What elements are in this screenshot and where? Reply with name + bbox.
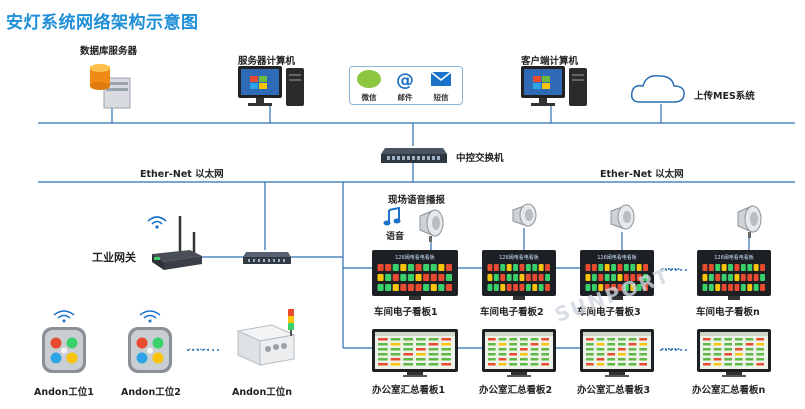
office-board-1 [372,329,458,377]
network-switch-icon [243,250,291,264]
server-computer-icon [238,66,308,108]
voice-label: 语音 [386,232,405,242]
wechat-icon [357,70,381,88]
voice-broadcast-label: 现场语音播报 [388,195,446,206]
andon-dotted-ellipsis: …… [188,340,210,353]
workshop-board-label-1: 车间电子看板1 [374,307,438,318]
email-icon: @ [396,70,414,91]
office-board-label-1: 办公室汇总看板1 [372,385,446,396]
industrial-gateway-icon [150,210,204,274]
office-board-label-3: 办公室汇总看板3 [577,385,651,396]
andon-station-icon [40,307,88,377]
workshop-board-label-2: 车间电子看板2 [480,307,544,318]
office-board-n [697,329,771,377]
database-server-icon [88,60,134,110]
envelope-icon [430,71,452,86]
core-switch-label: 中控交换机 [456,153,504,164]
speaker-icon [509,202,539,230]
core-switch-icon [381,146,447,164]
notification-channels: 微信 @ 邮件 短信 [349,66,463,105]
svg-text:126阀电看电看板: 126阀电看电看板 [499,254,539,261]
andon-label-n: Andon工位n [232,387,292,398]
workshop-board-1: 126阀电看电看板 [372,250,458,300]
workshop-board-n: 126阀电看电看板 [697,250,771,300]
andon-label-2: Andon工位2 [121,387,181,398]
sms-label: 短信 [433,93,449,102]
workshop-board-label-3: 车间电子看板3 [577,307,641,318]
db-server-label: 数据库服务器 [80,46,138,57]
svg-text:126阀电看电看板: 126阀电看电看板 [714,254,754,261]
office-board-3 [580,329,654,377]
svg-text:126阀电看电看板: 126阀电看电看板 [597,254,637,261]
email-channel: @ 邮件 [388,67,422,104]
ethernet-label-left: Ether-Net 以太网 [140,169,224,180]
cloud-icon [628,70,688,106]
speaker-icon [734,202,764,238]
speaker-icon [416,206,446,242]
office-board-label-2: 办公室汇总看板2 [479,385,553,396]
office-board-2 [482,329,556,377]
server-pc-label: 服务器计算机 [238,56,296,67]
client-computer-icon [521,66,591,108]
mes-label: 上传MES系统 [694,91,755,102]
music-note-icon [383,206,401,227]
gateway-label: 工业网关 [92,251,136,264]
speaker-icon [607,202,637,234]
wechat-label: 微信 [361,93,377,102]
andon-station-icon [126,307,174,377]
andon-station-module-icon [232,309,302,373]
workshop-board-label-n: 车间电子看板n [696,307,760,318]
svg-text:@: @ [396,70,414,91]
workshop-ellipsis: …… [661,262,680,273]
sms-channel: 短信 [424,67,458,104]
wifi-icon [146,213,168,229]
workshop-board-2: 126阀电看电看板 [482,250,556,300]
ethernet-label-right: Ether-Net 以太网 [600,169,684,180]
office-board-label-n: 办公室汇总看板n [692,385,766,396]
diagram-title: 安灯系统网络架构示意图 [6,13,199,33]
client-pc-label: 客户端计算机 [521,56,579,67]
andon-label-1: Andon工位1 [34,387,94,398]
svg-text:126阀电看电看板: 126阀电看电看板 [395,254,435,261]
wechat-channel: 微信 [352,67,386,104]
office-ellipsis: …… [661,342,680,353]
workshop-board-3: 126阀电看电看板 [580,250,654,300]
email-label: 邮件 [397,93,413,102]
